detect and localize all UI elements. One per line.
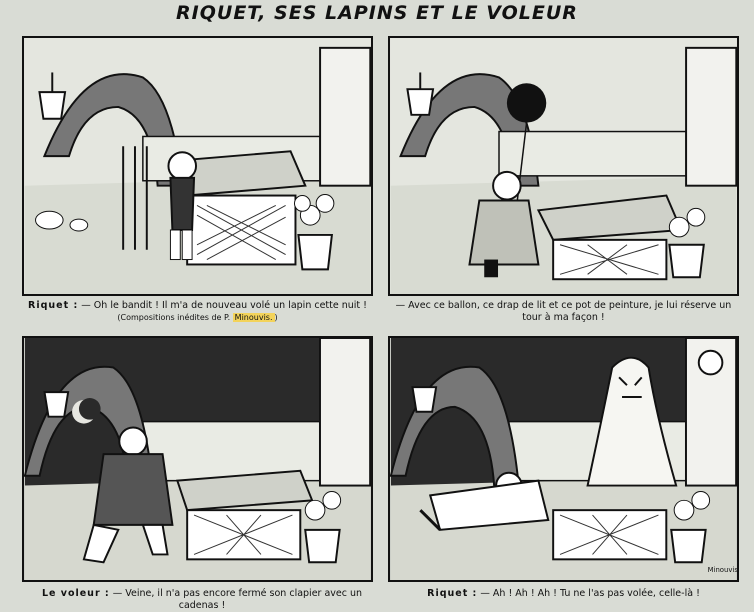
caption-1: Riquet : — Oh le bandit ! Il m'a de nouv…: [22, 300, 373, 324]
thief-figure: [82, 426, 174, 564]
window-face: [697, 349, 724, 376]
riquet-figure: [167, 151, 198, 261]
flower-pot: [670, 490, 711, 564]
caption-2-text: — Avec ce ballon, ce drap de lit et ce p…: [395, 300, 732, 323]
caption-4-text: — Ah ! Ah ! Ah ! Tu ne l'as pas volée, c…: [480, 588, 700, 599]
caption-4-speaker: Riquet :: [427, 588, 478, 599]
flower-pot: [293, 194, 335, 271]
credit-suffix: ): [274, 313, 278, 322]
riquet-figure: [468, 170, 540, 278]
artist-signature: Minouvis: [708, 566, 737, 574]
panel-1: [22, 36, 373, 296]
hen: [35, 210, 89, 232]
fleeing-thief-figure: [419, 471, 550, 531]
ghost-figure: [586, 356, 678, 487]
moon-icon: [72, 398, 101, 424]
flower-pot: [668, 207, 706, 279]
credit-name: Minouvis.: [232, 313, 275, 322]
caption-1-text: — Oh le bandit ! Il m'a de nouveau volé …: [81, 300, 367, 311]
panel-3-drawing: [24, 338, 371, 580]
rabbit-hutch: [176, 469, 314, 561]
comic-title: RIQUET, SES LAPINS ET LE VOLEUR: [176, 2, 578, 24]
caption-2: — Avec ce ballon, ce drap de lit et ce p…: [388, 300, 739, 324]
panel-4: Minouvis: [388, 336, 739, 582]
panel-1-drawing: [24, 38, 371, 294]
panel-2-drawing: [390, 38, 737, 294]
rabbit-hutch: [552, 509, 668, 561]
caption-3: Le voleur : — Veine, il n'a pas encore f…: [22, 588, 382, 612]
lantern-icon: [406, 72, 435, 116]
caption-3-speaker: Le voleur :: [41, 588, 110, 599]
lantern-icon: [38, 72, 67, 120]
caption-3-text: — Veine, il n'a pas encore fermé son cla…: [112, 588, 363, 611]
credit-prefix: (Compositions inédites de P.: [117, 313, 231, 322]
caption-4: Riquet : — Ah ! Ah ! Ah ! Tu ne l'as pas…: [388, 588, 739, 600]
rabbit-hutch: [536, 194, 683, 281]
caption-1-credit: (Compositions inédites de P. Minouvis.): [22, 312, 373, 324]
lantern-icon: [411, 386, 438, 413]
panel-3: [22, 336, 373, 582]
panel-4-drawing: Minouvis: [390, 338, 737, 580]
flower-pot: [304, 490, 342, 564]
caption-1-speaker: Riquet :: [28, 300, 79, 311]
panel-2: [388, 36, 739, 296]
lantern-icon: [43, 391, 70, 418]
